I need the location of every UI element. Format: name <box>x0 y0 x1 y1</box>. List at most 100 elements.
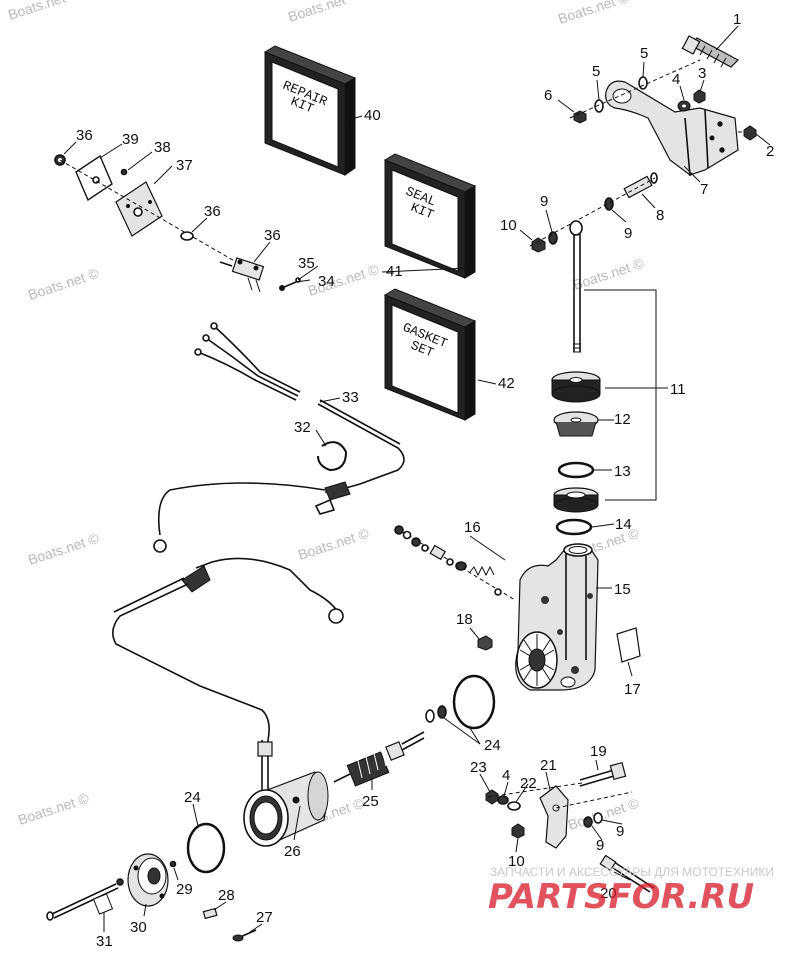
screw-34-35 <box>279 277 301 291</box>
callout-5: 5 <box>640 45 648 62</box>
callout-7: 7 <box>700 181 708 198</box>
gasket-set-box: GASKET SET <box>383 288 477 421</box>
callout-20: 20 <box>600 885 617 902</box>
callout-19: 19 <box>590 743 607 760</box>
end-cap-30 <box>127 853 169 907</box>
washer-29 <box>169 860 177 868</box>
callout-36: 36 <box>204 203 221 220</box>
bracket-11-lines <box>584 289 657 501</box>
switch-36c <box>219 257 265 293</box>
callout-4b: 4 <box>502 767 510 784</box>
mounting-bracket-7 <box>605 80 739 177</box>
retainer-36b <box>180 231 194 241</box>
washer-4b <box>497 795 509 805</box>
nut-10 <box>531 237 546 253</box>
washers-9-lower <box>583 812 603 828</box>
seal-kit-box: SEAL KIT <box>383 153 477 279</box>
nut-10-lower <box>511 823 525 839</box>
clip-32 <box>317 441 348 472</box>
callout-35: 35 <box>298 255 315 272</box>
watermark: Boats.net © <box>566 795 641 833</box>
callout-39: 39 <box>122 131 139 148</box>
callout-29: 29 <box>176 881 193 898</box>
valve-parts-16 <box>394 525 516 601</box>
washer-4 <box>677 100 691 112</box>
watermark: Boats.net <box>286 0 347 25</box>
callout-10b: 10 <box>508 853 525 870</box>
housing-15 <box>515 543 599 691</box>
starter-housing-26 <box>243 771 329 847</box>
callout-6: 6 <box>544 87 552 104</box>
starter-cable <box>112 557 344 790</box>
callout-36: 36 <box>76 127 93 144</box>
callout-17: 17 <box>624 681 641 698</box>
callout-2: 2 <box>766 143 774 160</box>
callout-5: 5 <box>592 63 600 80</box>
callout-23: 23 <box>470 759 487 776</box>
screw-27 <box>232 929 257 942</box>
watermark: Boats.net © <box>26 530 101 568</box>
bracket-21 <box>539 785 569 849</box>
fitting-18 <box>477 635 493 651</box>
callout-30: 30 <box>130 919 147 936</box>
switch-plate-37 <box>115 181 163 237</box>
callout-38: 38 <box>154 139 171 156</box>
callout-25: 25 <box>362 793 379 810</box>
callout-41: 41 <box>386 263 403 280</box>
bolt-31 <box>46 878 124 921</box>
brand-tagline: ЗАПЧАСТИ И АКСЕССУАРЫ ДЛЯ МОТОТЕХНИКИ <box>490 865 774 879</box>
callout-3: 3 <box>698 65 706 82</box>
grommet-38 <box>120 168 128 176</box>
leader-lines <box>63 25 771 933</box>
watermark: Boats.net © <box>26 265 101 303</box>
callout-9: 9 <box>624 225 632 242</box>
callout-36: 36 <box>264 227 281 244</box>
decal-17 <box>616 627 641 663</box>
callout-27: 27 <box>256 909 273 926</box>
callout-26: 26 <box>284 843 301 860</box>
callout-33: 33 <box>342 389 359 406</box>
callout-24: 24 <box>484 737 501 754</box>
callout-28: 28 <box>218 887 235 904</box>
bolt-1 <box>681 35 739 68</box>
brush-28 <box>202 907 218 920</box>
brand-watermark: ЗАПЧАСТИ И АКСЕССУАРЫ ДЛЯ МОТОТЕХНИКИ PA… <box>488 865 774 917</box>
washer-5a <box>638 76 648 90</box>
seal-lower <box>553 487 599 513</box>
o-ring-13 <box>557 461 595 479</box>
nut-3 <box>693 89 706 104</box>
nut-23 <box>485 789 499 805</box>
gasket-24-lower <box>186 822 226 874</box>
callout-8: 8 <box>656 207 664 224</box>
callout-4: 4 <box>672 71 680 88</box>
armature-25 <box>333 731 425 787</box>
callout-9: 9 <box>540 193 548 210</box>
shaft-rod <box>569 220 583 353</box>
callout-42: 42 <box>498 375 515 392</box>
callout-34: 34 <box>318 273 335 290</box>
brand-logo: PARTSFOR.RU <box>488 877 754 917</box>
bolt-20 <box>599 854 655 893</box>
washer-22 <box>507 801 521 811</box>
nut-6 <box>573 110 587 124</box>
callout-11: 11 <box>670 381 686 398</box>
callout-16: 16 <box>464 519 481 536</box>
callout-15: 15 <box>614 581 631 598</box>
callout-12: 12 <box>614 411 631 428</box>
watermark: Boats.net © <box>571 255 646 293</box>
callout-labels: 1 2 3 4 5 5 6 7 8 9 9 10 11 12 13 14 15 … <box>76 11 774 950</box>
callout-31: 31 <box>96 933 113 950</box>
callout-9d: 9 <box>616 823 624 840</box>
bolt-19 <box>579 761 627 787</box>
pivot-pin-8 <box>623 172 658 199</box>
bushing-cap <box>551 371 601 403</box>
callout-22: 22 <box>520 775 537 792</box>
callout-24: 24 <box>184 789 201 806</box>
repair-kit-box: REPAIR KIT <box>263 45 357 176</box>
washer-9a <box>548 231 558 245</box>
callout-37: 37 <box>176 157 193 174</box>
watermark: Boats.net © <box>296 525 371 563</box>
washers-24-upper <box>425 674 496 730</box>
o-ring-14 <box>555 518 593 536</box>
